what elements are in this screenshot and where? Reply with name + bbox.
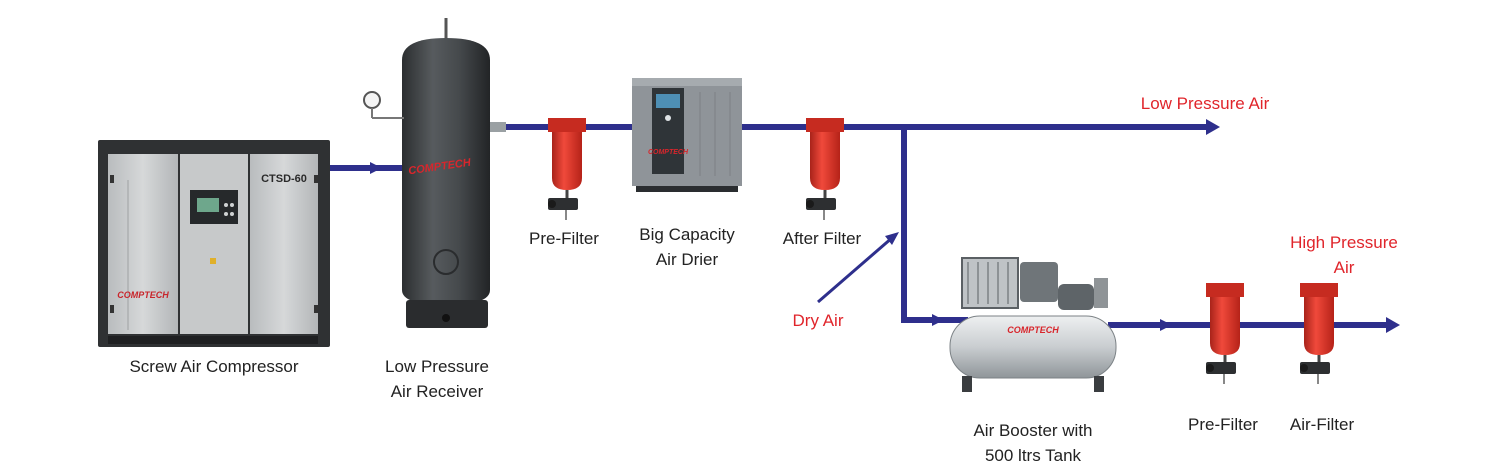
pre-filter-2 — [1206, 283, 1244, 384]
air-booster: COMPTECH — [949, 257, 1117, 392]
label-low-pressure-air: Low Pressure Air — [1141, 94, 1270, 113]
drier-brand-logo: COMPTECH — [648, 149, 689, 156]
emergency-stop-icon — [210, 258, 216, 264]
after-filter — [806, 118, 844, 220]
hinge-icon — [110, 305, 114, 313]
hinge-icon — [314, 305, 318, 313]
drain-solenoid-icon — [1300, 364, 1308, 372]
manhole-icon — [433, 249, 459, 275]
label-high-pressure-line2: Air — [1334, 258, 1355, 277]
drier-display-icon — [656, 94, 680, 108]
compressor-model-label: CTSD-60 — [261, 173, 307, 185]
filter-head — [806, 118, 844, 132]
low-pressure-air-receiver: COMPTECH — [363, 18, 506, 328]
label-drier-line2: Air Drier — [656, 250, 719, 269]
air-filter — [1300, 283, 1338, 384]
flow-arrow-icon — [370, 162, 382, 174]
drier-button-icon — [665, 115, 671, 121]
filter-head — [1300, 283, 1338, 297]
drain-valve-icon — [442, 314, 450, 322]
label-booster-line1: Air Booster with — [973, 421, 1092, 440]
booster-cooler — [961, 257, 1019, 309]
filter-head — [1206, 283, 1244, 297]
filter-head — [548, 118, 586, 132]
dry-air-pointer — [817, 235, 894, 304]
receiver-tank — [402, 38, 490, 305]
controller-screen-icon — [197, 198, 219, 212]
drain-solenoid-icon — [806, 200, 814, 208]
filter-bowl — [1210, 297, 1240, 355]
controller-button-icon — [224, 212, 228, 216]
booster-brand-logo: COMPTECH — [1007, 325, 1059, 335]
flow-arrow-icon — [1160, 319, 1172, 331]
controller-button-icon — [230, 203, 234, 207]
receiver-base — [406, 300, 488, 328]
hinge-icon — [314, 175, 318, 183]
compressor-right-door — [250, 154, 318, 334]
receiver-outlet-nozzle — [490, 122, 506, 132]
filter-bowl — [1304, 297, 1334, 355]
tank-leg — [962, 376, 972, 392]
diagram-labels: Screw Air Compressor Low Pressure Air Re… — [129, 94, 1397, 465]
label-pre-filter-1: Pre-Filter — [529, 229, 599, 248]
drain-solenoid-icon — [1206, 364, 1214, 372]
controller-button-icon — [224, 203, 228, 207]
booster-pump-head — [1020, 262, 1058, 302]
label-after-filter: After Filter — [783, 229, 862, 248]
auto-drain-valve-icon — [806, 198, 836, 210]
compressor-brand-logo: COMPTECH — [117, 290, 169, 300]
auto-drain-valve-icon — [1206, 362, 1236, 374]
label-receiver-line2: Air Receiver — [391, 382, 484, 401]
dry-air-arrow-icon — [885, 232, 899, 245]
pre-filter-1 — [548, 118, 586, 220]
compressor-base — [108, 336, 318, 344]
flow-arrow-icon — [932, 314, 944, 326]
label-booster-line2: 500 ltrs Tank — [985, 446, 1082, 465]
tank-leg — [1094, 376, 1104, 392]
label-high-pressure-line1: High Pressure — [1290, 233, 1398, 252]
compressor-left-door — [108, 154, 178, 334]
big-capacity-air-drier: COMPTECH — [632, 78, 742, 192]
filter-bowl — [810, 132, 840, 190]
drier-base — [636, 186, 738, 192]
controller-button-icon — [230, 212, 234, 216]
label-dry-air: Dry Air — [793, 311, 844, 330]
booster-tank — [949, 315, 1117, 379]
hinge-icon — [110, 175, 114, 183]
drier-cabinet — [632, 78, 742, 186]
pipe-network — [328, 119, 1400, 333]
low-pressure-arrow-icon — [1206, 119, 1220, 135]
booster-belt-guard — [1094, 278, 1108, 308]
label-receiver-line1: Low Pressure — [385, 357, 489, 376]
auto-drain-valve-icon — [548, 198, 578, 210]
label-screw-air-compressor: Screw Air Compressor — [129, 357, 298, 376]
compressor-center-panel — [180, 154, 248, 334]
screw-air-compressor: CTSD-60 COMPTECH — [98, 140, 330, 347]
booster-motor — [1058, 284, 1094, 310]
auto-drain-valve-icon — [1300, 362, 1330, 374]
label-drier-line1: Big Capacity — [639, 225, 735, 244]
filter-bowl — [552, 132, 582, 190]
label-pre-filter-2: Pre-Filter — [1188, 415, 1258, 434]
label-air-filter: Air-Filter — [1290, 415, 1355, 434]
pressure-gauge-icon — [363, 91, 381, 109]
high-pressure-arrow-icon — [1386, 317, 1400, 333]
drier-top — [632, 78, 742, 86]
drain-solenoid-icon — [548, 200, 556, 208]
